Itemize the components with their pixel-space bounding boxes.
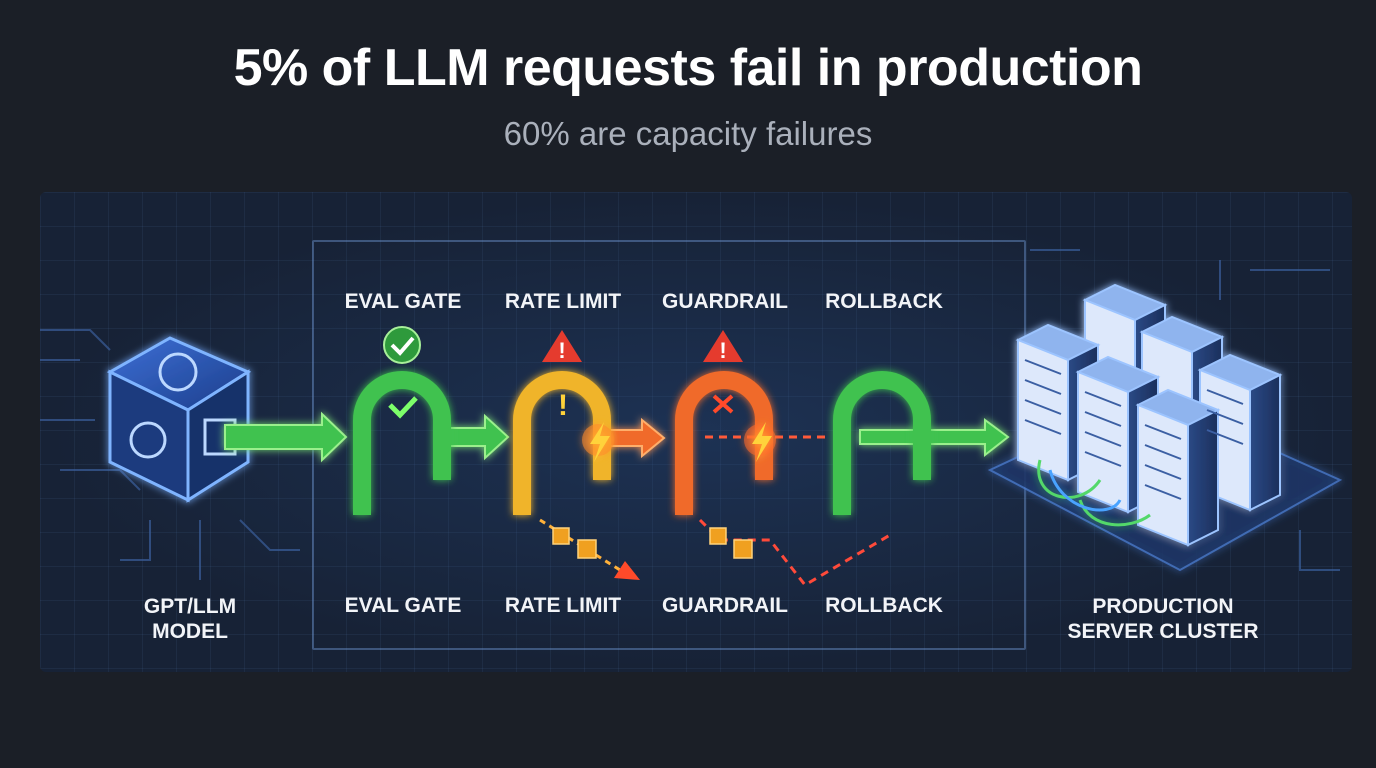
lightning-icon	[582, 422, 614, 462]
source-label-line1: GPT/LLM	[143, 595, 237, 618]
check-badge-icon	[383, 326, 421, 364]
stage-label-top-rate-limit: RATE LIMIT	[504, 290, 622, 313]
gate-rate-limit	[513, 371, 611, 515]
stage-label-top-rollback: ROLLBACK	[825, 290, 943, 313]
rollback-path	[698, 518, 891, 587]
gate-rollback	[833, 371, 931, 515]
target-label-line1: PRODUCTION	[1092, 595, 1234, 618]
warning-icon: !	[542, 330, 582, 363]
source-label: GPT/LLM MODEL	[110, 594, 270, 644]
server-cluster-icon	[987, 283, 1343, 572]
stage-label-bottom-rate-limit: RATE LIMIT	[504, 594, 622, 617]
stage-label-bottom-eval-gate: EVAL GATE	[344, 594, 462, 617]
lightning-icon	[744, 422, 776, 462]
page-title: 5% of LLM requests fail in production	[233, 39, 1143, 97]
svg-text:!: !	[558, 338, 565, 363]
dropped-packets-icon	[552, 527, 753, 559]
stage-label-top-eval-gate: EVAL GATE	[344, 290, 462, 313]
alert-mark-icon: !	[558, 389, 568, 422]
circuit-traces	[40, 249, 1340, 580]
llm-cube-icon	[106, 336, 252, 503]
target-label: PRODUCTION SERVER CLUSTER	[1053, 594, 1273, 644]
page-subtitle: 60% are capacity failures	[503, 115, 873, 152]
check-icon	[388, 396, 418, 419]
target-label-line2: SERVER CLUSTER	[1067, 620, 1259, 643]
dropped-arrowhead	[614, 561, 640, 580]
stage-label-top-guardrail: GUARDRAIL	[662, 290, 788, 313]
stage-label-bottom-rollback: ROLLBACK	[825, 594, 943, 617]
gate-guardrail	[675, 371, 773, 515]
svg-text:!: !	[719, 338, 726, 363]
flow-arrows	[224, 411, 1010, 463]
x-mark-icon	[712, 394, 734, 414]
source-label-line2: MODEL	[152, 620, 228, 643]
gate-eval	[353, 371, 451, 515]
warning-icon: !	[703, 330, 743, 363]
stage-label-bottom-guardrail: GUARDRAIL	[662, 594, 788, 617]
